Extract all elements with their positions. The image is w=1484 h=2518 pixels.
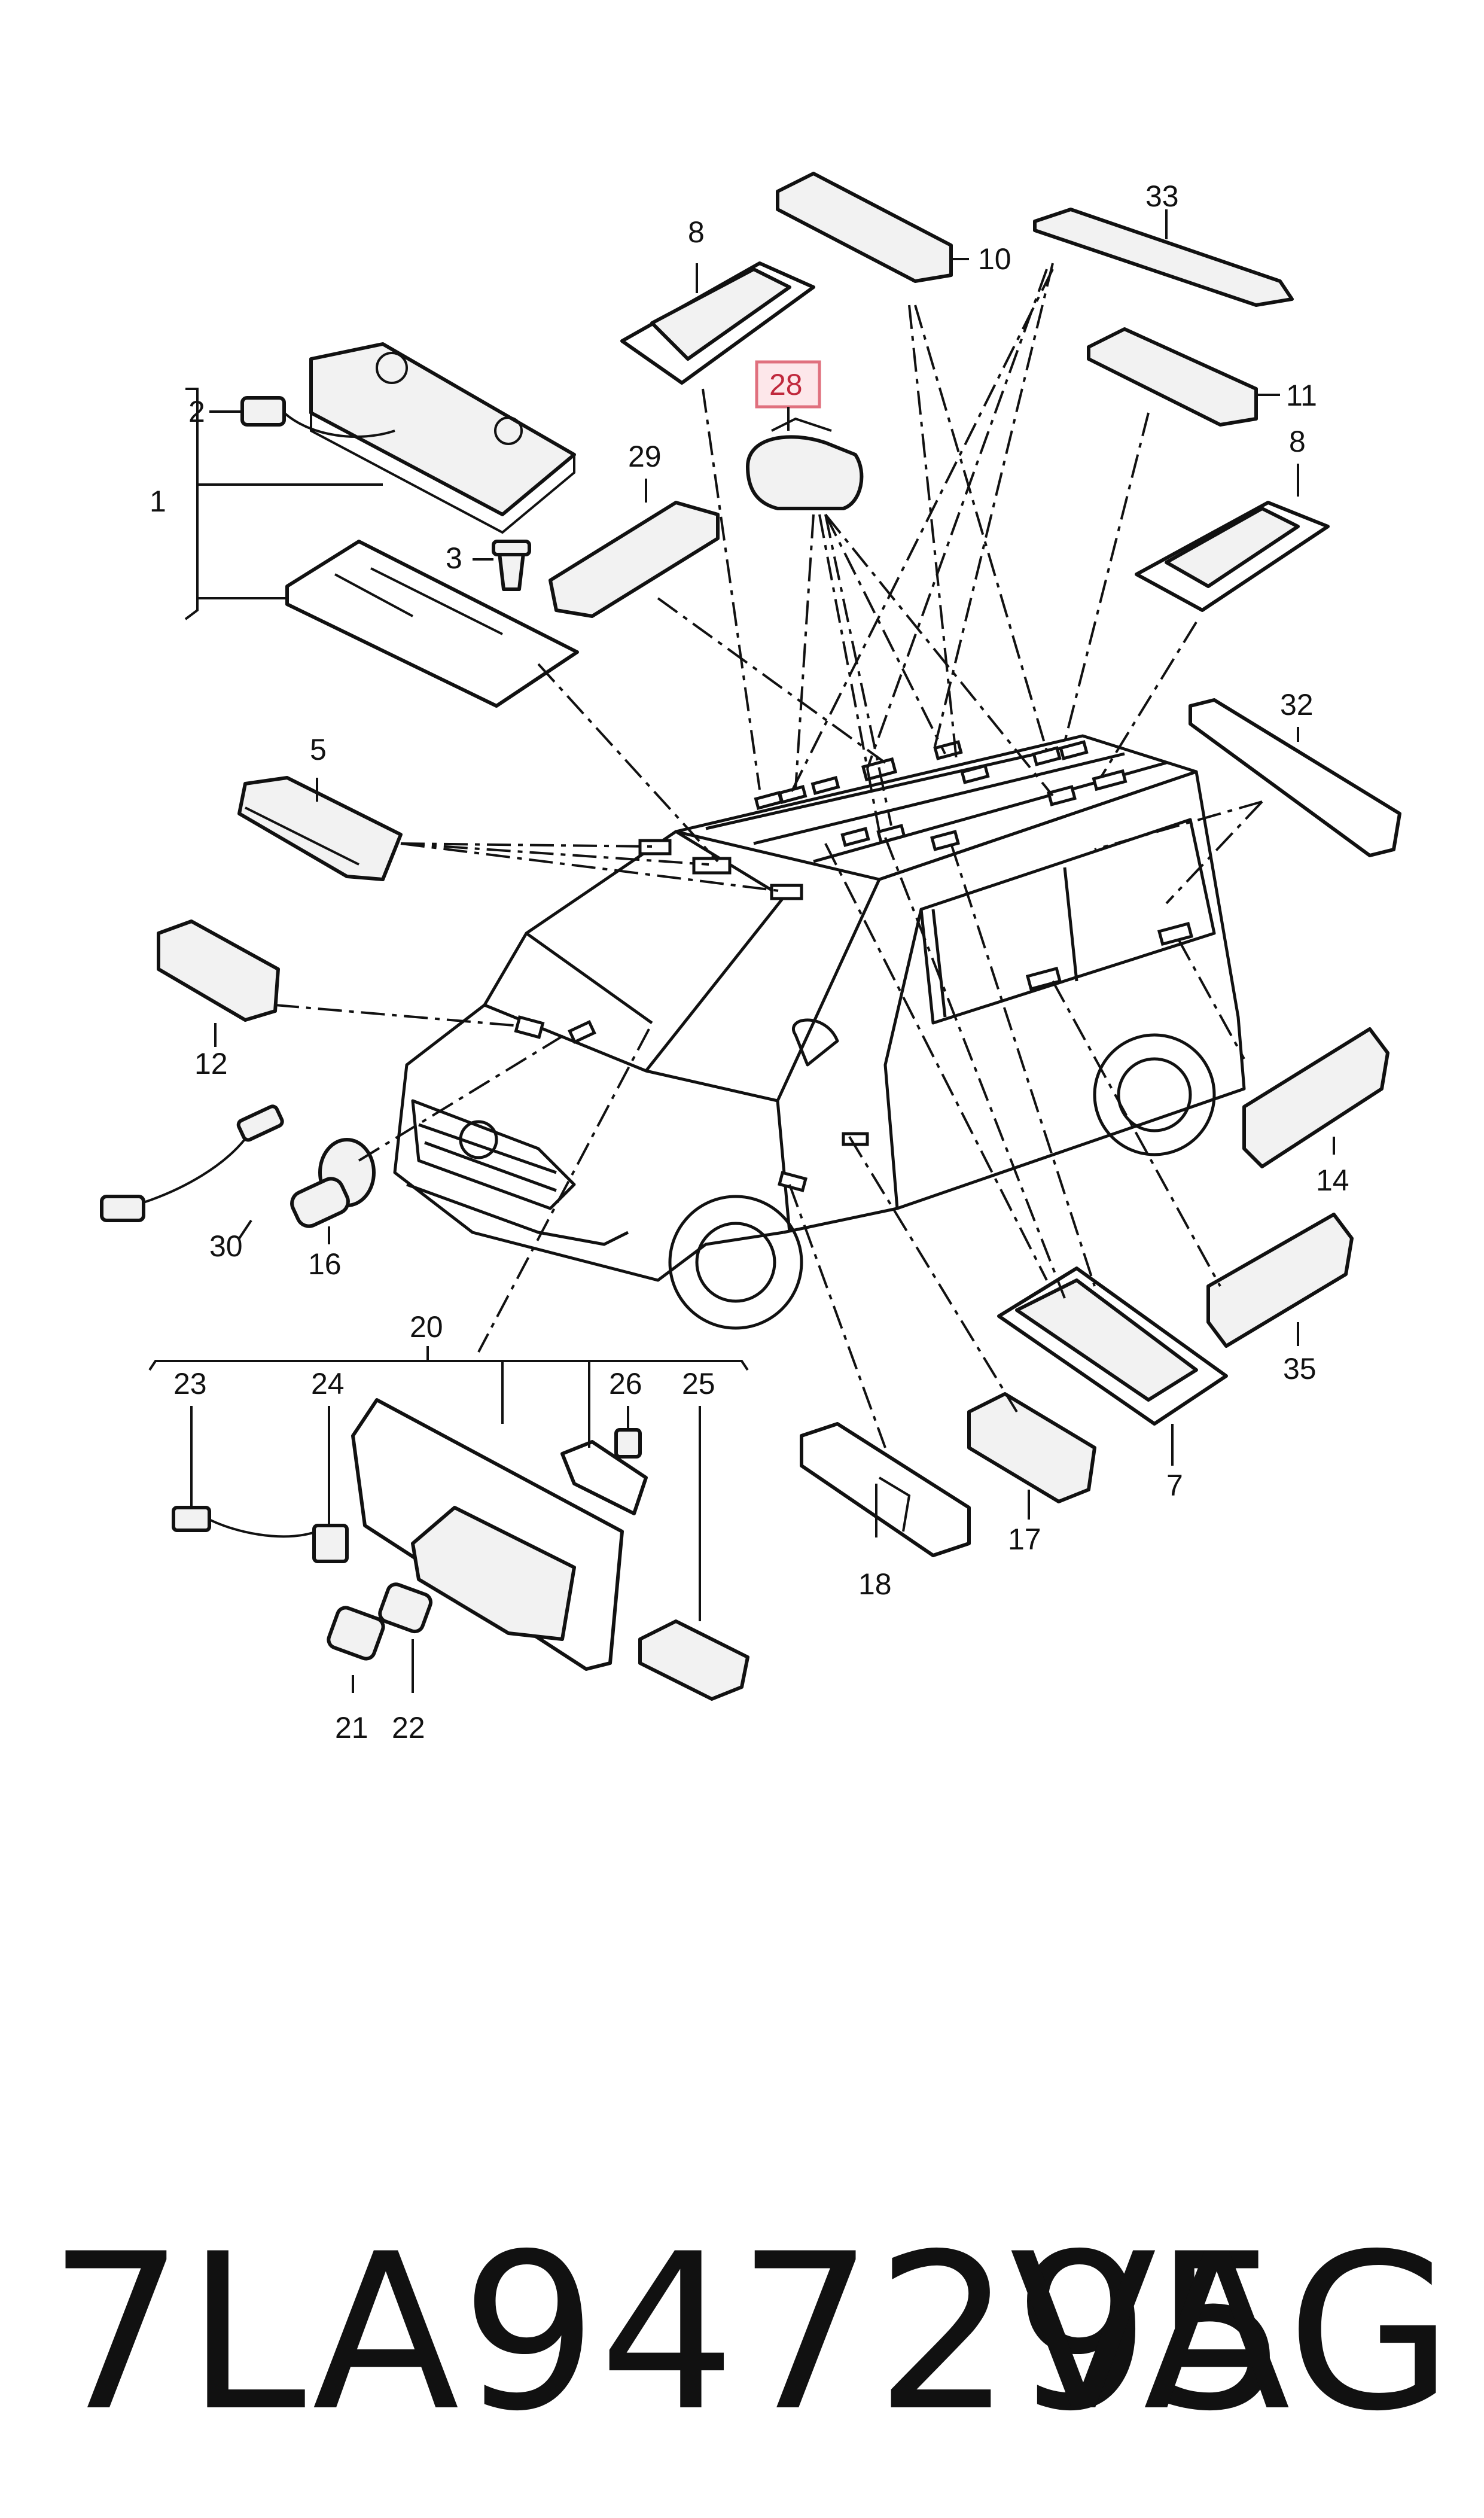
callout-25: 25 xyxy=(682,1367,715,1400)
part-23-connector xyxy=(172,1506,318,1538)
callout-3: 3 xyxy=(446,541,462,575)
part-33-strip xyxy=(1033,208,1294,307)
callout-1: 1 xyxy=(150,485,166,518)
callout-26: 26 xyxy=(609,1367,642,1400)
part-number: 7LA947295 xyxy=(48,2208,1290,2458)
callout-21: 21 xyxy=(335,1711,368,1744)
brand-label: VAG xyxy=(1009,2208,1453,2458)
part-5-lamp xyxy=(237,776,403,881)
callout-7: 7 xyxy=(1166,1469,1183,1502)
callout-29: 29 xyxy=(628,440,662,473)
part-8-upper-lamp xyxy=(620,261,815,385)
part-32-strip xyxy=(1189,698,1401,857)
part-7-lamp xyxy=(997,1266,1228,1426)
part-28-lamp xyxy=(746,417,864,510)
parts-diagram: 1 2 3 5 7 8 8 10 11 12 14 16 17 18 20 21… xyxy=(100,172,1401,1744)
callout-33: 33 xyxy=(1145,179,1179,213)
leader-lines xyxy=(148,209,1335,1693)
part-20-console xyxy=(351,1398,624,1671)
part-10-lamp xyxy=(776,172,953,283)
callout-16: 16 xyxy=(308,1247,342,1281)
callout-12: 12 xyxy=(194,1047,228,1080)
callout-14: 14 xyxy=(1316,1164,1349,1197)
part-18-lamp xyxy=(800,1422,971,1557)
part-22-switch xyxy=(378,1582,433,1634)
callout-28-highlight-box xyxy=(755,360,821,409)
callout-28: 28 xyxy=(769,368,803,401)
callout-22: 22 xyxy=(392,1711,425,1744)
callout-5: 5 xyxy=(310,733,327,766)
part-1-dome-lamp xyxy=(309,342,576,534)
part-24-connector xyxy=(312,1524,349,1563)
part-8-lower-lamp xyxy=(1135,501,1330,612)
callout-35: 35 xyxy=(1283,1352,1317,1386)
part-30-cable xyxy=(100,1104,284,1222)
part-12-lamp xyxy=(157,919,280,1022)
part-35-lamp xyxy=(1206,1213,1354,1348)
part-14-lamp xyxy=(1242,1027,1389,1168)
callout-20: 20 xyxy=(410,1310,443,1344)
footer: 7LA947295 VAG xyxy=(24,2208,1459,2459)
part-1-lens xyxy=(285,540,579,708)
part-25-lamp xyxy=(638,1619,749,1701)
callout-23: 23 xyxy=(173,1367,207,1400)
callout-32: 32 xyxy=(1280,688,1314,721)
callout-2: 2 xyxy=(188,395,205,428)
part-3-screw xyxy=(492,540,531,591)
callout-17: 17 xyxy=(1008,1523,1041,1556)
part-29-lamp xyxy=(548,501,720,618)
part-11-lamp xyxy=(1087,327,1258,427)
part-16-socket xyxy=(290,1138,376,1228)
part-17-lamp xyxy=(967,1392,1096,1503)
callout-labels: 1 2 3 5 7 8 8 10 11 12 14 16 17 18 20 21… xyxy=(150,179,1349,1744)
callout-8-upper: 8 xyxy=(688,215,705,249)
callout-18: 18 xyxy=(858,1567,892,1601)
part-26-clip xyxy=(560,1428,648,1515)
callout-11: 11 xyxy=(1286,379,1317,412)
part-21-switch xyxy=(327,1606,385,1661)
callout-8-lower: 8 xyxy=(1289,425,1306,458)
callout-30: 30 xyxy=(209,1229,243,1263)
callout-24: 24 xyxy=(311,1367,345,1400)
callout-10: 10 xyxy=(978,242,1011,276)
